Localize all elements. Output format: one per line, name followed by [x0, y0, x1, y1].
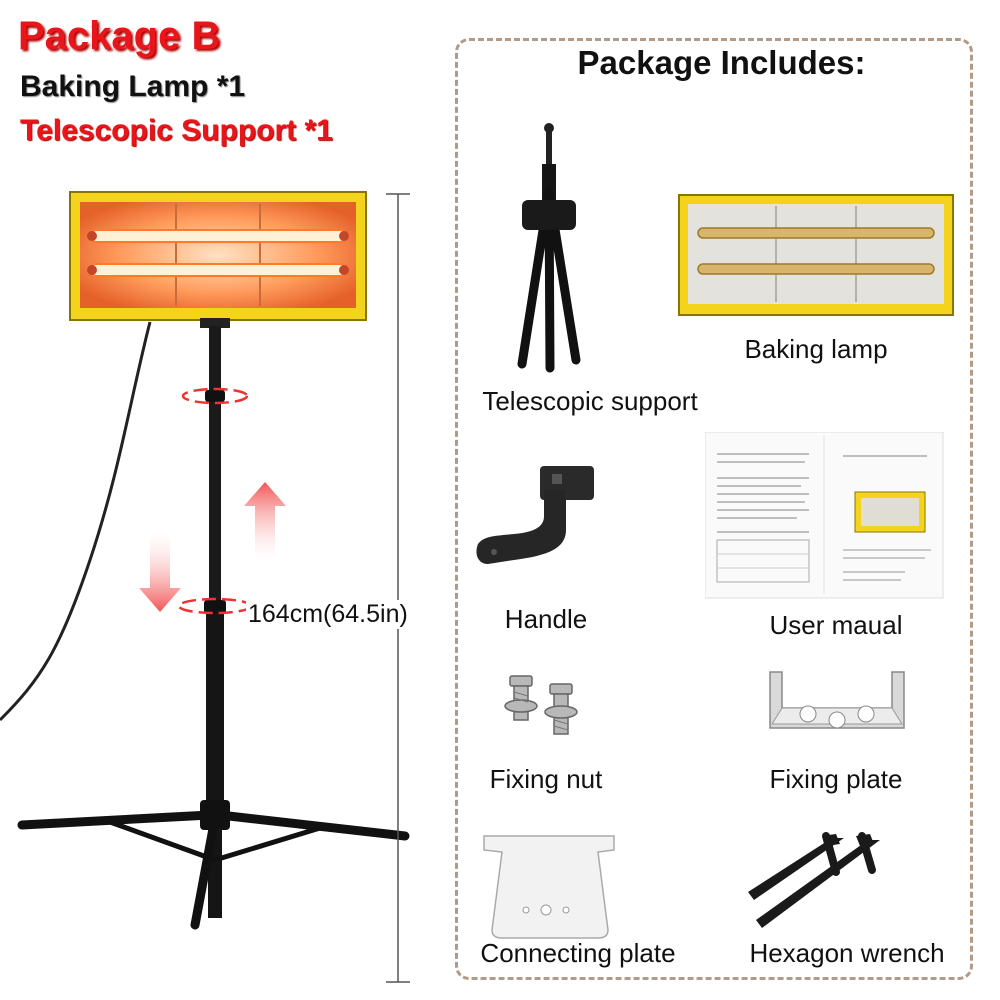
tripod-stand-icon	[517, 123, 581, 373]
item-label-fixing-nut: Fixing nut	[489, 764, 603, 794]
rotation-marker-top	[181, 387, 249, 405]
manual-icon	[705, 432, 944, 599]
product-illustration	[0, 191, 410, 983]
baking-lamp-icon	[69, 191, 367, 328]
connecting-plate-icon	[483, 835, 615, 939]
power-cable	[0, 321, 152, 722]
fixing-plate-icon	[769, 671, 905, 729]
arrow-up-icon	[244, 482, 286, 560]
package-includes-panel	[455, 38, 973, 980]
item-label-handle: Handle	[504, 604, 588, 634]
item-label-user-manual: User maual	[769, 610, 903, 640]
tripod-legs	[17, 810, 410, 930]
item-label-baking-lamp: Baking lamp	[744, 334, 888, 364]
item-label-fixing-plate: Fixing plate	[769, 764, 903, 794]
hexagon-wrench-icon	[748, 832, 880, 928]
height-dimension-label: 164cm(64.5in)	[246, 600, 410, 629]
item-label-connecting-plate: Connecting plate	[480, 938, 676, 968]
package-line-support: Telescopic Support *1	[20, 114, 333, 147]
handle-icon	[476, 466, 594, 564]
package-includes-title: Package Includes:	[577, 44, 866, 81]
fixing-nut-icon	[504, 675, 578, 735]
package-line-lamp: Baking Lamp *1	[20, 70, 246, 103]
item-label-telescopic-support: Telescopic support	[482, 386, 698, 416]
item-label-hexagon-wrench: Hexagon wrench	[749, 938, 945, 968]
package-title: Package B	[18, 14, 221, 58]
dimension-line	[386, 193, 410, 983]
arrow-down-icon	[139, 532, 181, 612]
baking-lamp-icon	[678, 194, 954, 316]
